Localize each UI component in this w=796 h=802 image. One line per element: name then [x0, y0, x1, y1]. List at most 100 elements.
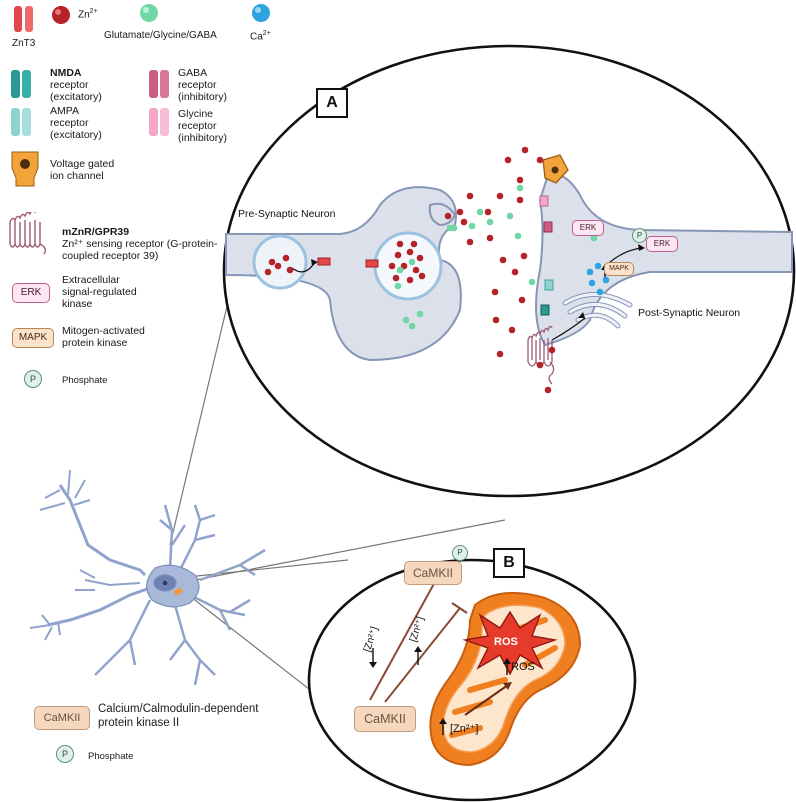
ion-dot: [396, 266, 404, 274]
ion-dot: [516, 196, 524, 204]
ion-dot: [602, 276, 610, 284]
panel-b-camkii-bottom: CaMKII: [354, 706, 416, 732]
ion-dot: [406, 276, 414, 284]
ion-dot: [400, 262, 408, 270]
panel-b-camkii-top: CaMKII: [404, 561, 462, 585]
ion-dot: [416, 310, 424, 318]
zoom-line-b-top: [177, 559, 349, 579]
ion-dot: [491, 288, 499, 296]
ion-dot: [444, 212, 452, 220]
ion-dot: [521, 146, 529, 154]
panel-b-phosphate: P: [452, 545, 468, 561]
ion-dot: [282, 254, 290, 262]
ion-dot: [548, 346, 556, 354]
ion-dot: [516, 176, 524, 184]
ion-dot: [476, 208, 484, 216]
ion-dot: [504, 156, 512, 164]
ion-dot: [586, 268, 594, 276]
ion-dot: [402, 316, 410, 324]
znt3-icon: [14, 6, 33, 32]
legend-mapk-badge: MAPK: [12, 328, 54, 348]
ion-dot: [456, 208, 464, 216]
panel-a-erk: ERK: [572, 220, 604, 236]
ion-dot: [388, 262, 396, 270]
ion-dot: [518, 296, 526, 304]
legend-phosphate-icon: P: [24, 370, 42, 388]
legend-ca-label: Ca2+: [250, 30, 271, 43]
ion-dot: [486, 234, 494, 242]
ion-dot: [486, 218, 494, 226]
ion-dot: [466, 238, 474, 246]
legend-zn-label: Zn2+: [78, 8, 98, 21]
panel-b-label: B: [493, 548, 525, 578]
ion-dot: [588, 279, 596, 287]
panel-a-label: A: [316, 88, 348, 118]
gaba-receptor-icon: [149, 70, 169, 98]
ros-burst: [462, 610, 558, 676]
ampa-receptor-icon: [11, 108, 31, 136]
glycine-receptor-icon: [149, 108, 169, 136]
ion-dot: [408, 258, 416, 266]
voltage-gated-channel-icon: [11, 151, 39, 187]
ion-dot: [536, 156, 544, 164]
ion-dot: [264, 268, 272, 276]
ion-dot: [408, 322, 416, 330]
panel-a-mapk: MAPK: [604, 262, 634, 276]
nmda-receptor-icon: [11, 70, 31, 98]
ion-dot: [536, 361, 544, 369]
panel-b-ros-label: ROS: [511, 661, 535, 673]
ion-dot: [466, 192, 474, 200]
legend-erk-badge: ERK: [12, 283, 50, 303]
legend-glutamate-label: Glutamate/Glycine/GABA: [104, 30, 217, 41]
ion-dot: [468, 222, 476, 230]
ion-dot: [394, 251, 402, 259]
glutamate-icon: [140, 4, 158, 22]
legend-phosphate2-icon: P: [56, 745, 74, 763]
ion-dot: [594, 262, 602, 270]
panel-a-phosphate: P: [632, 228, 647, 243]
ion-dot: [511, 268, 519, 276]
ion-dot: [496, 192, 504, 200]
ion-dot: [446, 224, 454, 232]
zinc-ion-icon: [52, 6, 70, 24]
ion-dot: [418, 272, 426, 280]
panel-b-zn-mito: [Zn²⁺]: [450, 723, 479, 735]
ion-dot: [508, 326, 516, 334]
ion-dot: [394, 282, 402, 290]
ion-dot: [410, 240, 418, 248]
ion-dot: [514, 232, 522, 240]
ion-dot: [596, 288, 604, 296]
panel-a-erk-phospho: ERK: [646, 236, 678, 252]
ion-dot: [520, 252, 528, 260]
ion-dot: [406, 248, 414, 256]
ion-dot: [396, 240, 404, 248]
legend-znt3-label: ZnT3: [12, 38, 36, 49]
ion-dot: [516, 184, 524, 192]
legend-gpr39: mZnR/GPR39 Zn²⁺ sensing receptor (G-prot…: [62, 226, 218, 262]
ion-dot: [268, 258, 276, 266]
ion-dot: [416, 254, 424, 262]
pre-synaptic-label: Pre-Synaptic Neuron: [238, 208, 336, 220]
legend-phosphate2: Phosphate: [88, 751, 134, 762]
ion-dot: [528, 278, 536, 286]
legend-phosphate: Phosphate: [62, 375, 108, 386]
ion-dot: [544, 386, 552, 394]
ion-dot: [392, 274, 400, 282]
ion-dot: [274, 262, 282, 270]
ion-dot: [492, 316, 500, 324]
gpr39-membrane: [527, 325, 555, 385]
legend-camkii-badge: CaMKII: [34, 706, 90, 730]
panel-b-ros-burst-label: ROS: [494, 636, 518, 648]
calcium-icon: [252, 4, 270, 22]
ion-dot: [484, 208, 492, 216]
ion-dot: [496, 350, 504, 358]
presynaptic-neuron: [225, 186, 462, 362]
